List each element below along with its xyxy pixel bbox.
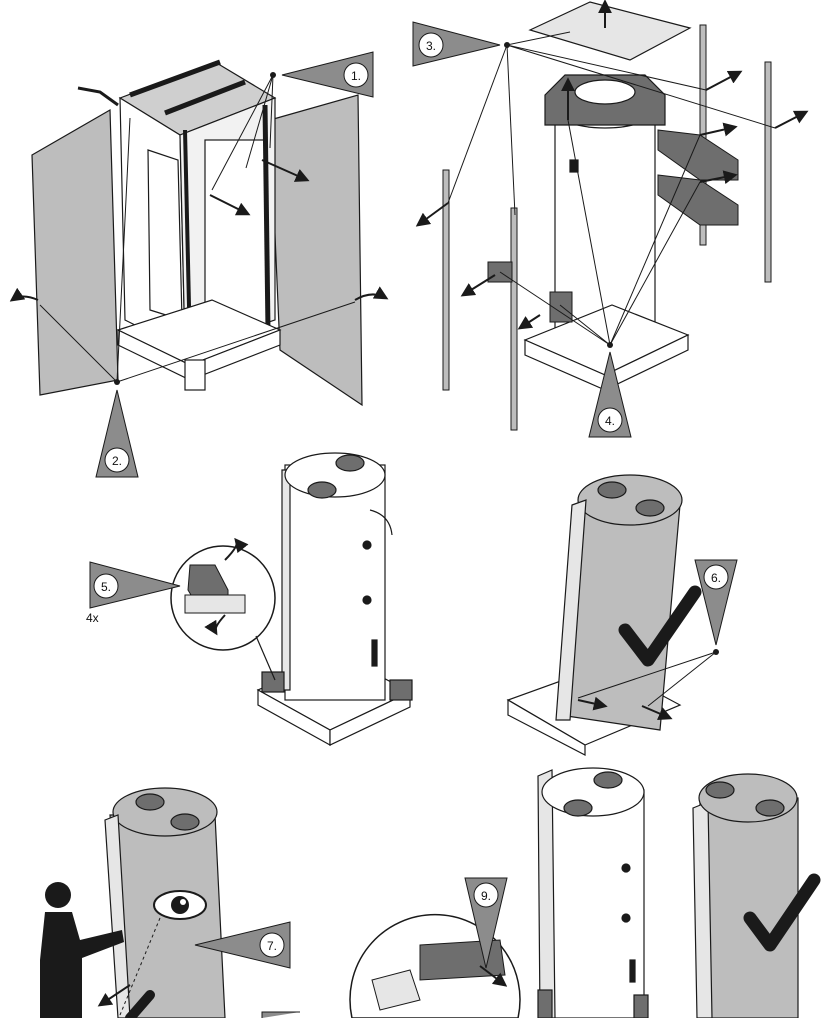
checkmark-icon: [743, 873, 821, 952]
top-frame: [528, 1, 692, 61]
quantity-label: 4x: [86, 611, 99, 625]
arrow-icon: [354, 286, 389, 301]
step-2-badge: 2.: [95, 389, 139, 478]
step-1-label: 1.: [351, 69, 361, 83]
step-1-badge: 1.: [281, 51, 374, 98]
step-crate-unpacking: 1. 2.: [9, 51, 389, 478]
step-crate-disassembly: 3. 4.: [412, 0, 809, 438]
step-4-label: 4.: [605, 414, 615, 428]
step-unscrew-feet: 5. 4x: [86, 452, 413, 747]
step-3-badge: 3.: [412, 21, 501, 67]
disassembly-pallet: [523, 304, 690, 391]
step-7-badge: 7.: [194, 921, 291, 969]
right-cardboard-panel: [269, 94, 363, 407]
step-7-label: 7.: [267, 939, 277, 953]
step-2-label: 2.: [112, 454, 122, 468]
step-5-label: 5.: [101, 580, 111, 594]
step-6-label: 6.: [711, 571, 721, 585]
step-6-badge: 6.: [694, 559, 738, 646]
tank-on-pallet: [256, 452, 413, 747]
step-mount-feet: 9.: [349, 767, 821, 1018]
crate-frame: [118, 59, 277, 351]
crate-pallet: [116, 299, 282, 391]
left-cardboard-panel: [31, 108, 119, 396]
step-4-badge: 4.: [588, 351, 632, 438]
foot-detail-circle: [170, 537, 276, 681]
checkmark-icon: [618, 585, 702, 667]
eye-icon: [153, 890, 207, 920]
step-9-label: 9.: [481, 889, 491, 903]
arrow-icon: [9, 287, 39, 302]
arrow-icon: [209, 194, 251, 216]
person-icon: [40, 882, 124, 1018]
arrow-icon: [261, 159, 310, 182]
tank-final-white: [537, 767, 649, 1018]
step-inspect-tank: 7.: [40, 787, 300, 1018]
step-tilt-tank: 6.: [506, 474, 738, 756]
step-3-label: 3.: [426, 39, 436, 53]
step-9-badge: 9.: [464, 877, 508, 969]
tank-final-gray: [692, 773, 799, 1018]
tank-upright: [544, 74, 666, 341]
knife-icon: [77, 86, 119, 107]
step-5-badge: 5.: [89, 561, 181, 609]
